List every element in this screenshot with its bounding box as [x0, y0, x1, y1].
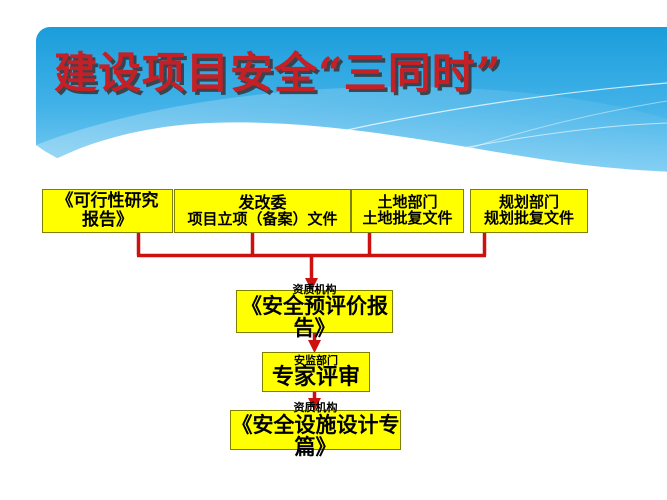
node-ndrc-approval[interactable]: 发改委 项目立项（备案）文件 — [174, 189, 351, 233]
node-feasibility-report[interactable]: 《可行性研究 报告》 — [42, 189, 173, 233]
node-expert-agency: 安监部门 — [294, 353, 338, 367]
banner-artwork — [36, 27, 667, 172]
node-pre-safety-evaluation[interactable]: 资质机构 《安全预评价报告》 — [236, 284, 393, 339]
title-banner: 建设项目安全“三同时” — [36, 27, 667, 172]
node-design-document: 《安全设施设计专篇》 — [231, 412, 400, 459]
node-design-agency: 资质机构 — [293, 401, 338, 415]
node-land-document: 土地批复文件 — [362, 209, 453, 227]
node-safety-facility-design[interactable]: 资质机构 《安全设施设计专篇》 — [230, 402, 401, 458]
node-feasibility-line1: 《可行性研究 — [56, 190, 159, 211]
node-expert-label: 专家评审 — [271, 365, 360, 391]
node-land-department-label: 土地部门 — [377, 193, 438, 212]
node-land-department[interactable]: 土地部门 土地批复文件 — [351, 189, 464, 233]
node-presafety-agency: 资质机构 — [292, 282, 337, 296]
node-planning-department[interactable]: 规划部门 规划批复文件 — [470, 189, 588, 233]
node-feasibility-line2: 报告》 — [82, 210, 133, 230]
node-presafety-document: 《安全预评价报告》 — [241, 294, 388, 341]
node-ndrc-document: 项目立项（备案）文件 — [187, 209, 338, 228]
node-ndrc-department: 发改委 — [238, 192, 287, 212]
node-planning-department-label: 规划部门 — [498, 193, 559, 212]
node-planning-document: 规划批复文件 — [483, 209, 574, 227]
page-title: 建设项目安全“三同时” — [54, 49, 502, 99]
node-expert-review[interactable]: 安监部门 专家评审 — [262, 352, 370, 392]
